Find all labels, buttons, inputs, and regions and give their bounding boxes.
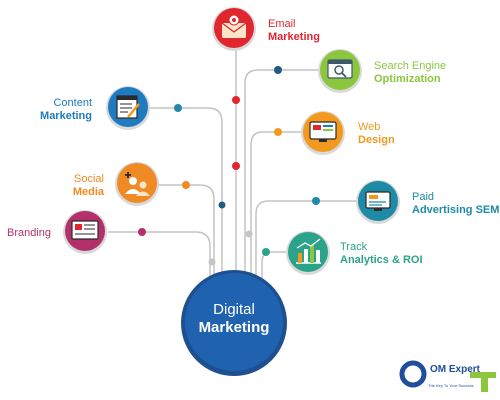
label-content-line1: Content xyxy=(53,97,92,109)
hub-label-line2: Marketing xyxy=(198,319,270,336)
brand-logo xyxy=(399,360,496,392)
label-email-line1: Email xyxy=(268,18,296,30)
node-social xyxy=(115,162,159,206)
connector-seo xyxy=(244,69,318,285)
dot-email-1 xyxy=(232,96,240,104)
dot-hub-1 xyxy=(208,258,216,266)
document-edit-icon xyxy=(116,95,140,119)
label-social: Social Media xyxy=(40,173,104,199)
label-paid: Paid Advertising SEM xyxy=(412,191,499,217)
hub-label-line1: Digital xyxy=(213,301,255,318)
label-seo-line2: Optimization xyxy=(374,73,441,85)
label-branding-line1: Branding xyxy=(7,227,52,239)
label-web: Web Design xyxy=(358,121,395,147)
label-email-line2: Marketing xyxy=(268,31,320,43)
label-seo-line1: Search Engine xyxy=(374,60,447,72)
node-seo xyxy=(318,49,362,93)
node-email xyxy=(212,7,256,51)
monitor-design-icon xyxy=(309,121,337,142)
node-paid xyxy=(356,180,400,224)
connector-content xyxy=(150,107,223,285)
dot-hub-2 xyxy=(218,201,226,209)
logo-brand-text: OM Expert xyxy=(430,364,481,375)
label-paid-line2: Advertising SEM xyxy=(412,204,500,216)
presentation-icon xyxy=(71,220,99,240)
dot-content xyxy=(174,104,182,112)
connector-paid xyxy=(255,200,356,285)
label-track-line2: Analytics & ROI xyxy=(340,254,423,266)
dot-branding xyxy=(138,228,146,236)
browser-search-icon xyxy=(327,59,353,79)
label-branding: Branding xyxy=(7,227,51,240)
node-branding xyxy=(63,210,107,254)
dot-paid xyxy=(312,197,320,205)
label-social-line1: Social xyxy=(74,173,104,185)
node-web xyxy=(301,111,345,155)
connector-branding xyxy=(108,231,211,285)
logo-tagline: The Key To Your Success xyxy=(428,383,474,388)
label-track: Track Analytics & ROI xyxy=(340,241,423,267)
connector-dots xyxy=(138,66,320,266)
node-track xyxy=(286,231,330,275)
label-web-line2: Design xyxy=(358,134,395,146)
connector-lines xyxy=(108,45,356,290)
ad-screen-icon xyxy=(365,191,391,211)
label-email: Email Marketing xyxy=(268,18,320,44)
label-content: Content Marketing xyxy=(20,97,92,123)
bar-chart-icon xyxy=(296,238,321,264)
dot-email-2 xyxy=(232,162,240,170)
hub-node xyxy=(181,270,287,376)
node-content xyxy=(106,86,150,130)
envelope-icon xyxy=(221,14,247,38)
dot-seo xyxy=(274,66,282,74)
label-content-line2: Marketing xyxy=(40,110,92,122)
label-track-line1: Track xyxy=(340,241,368,253)
dot-track xyxy=(262,248,270,256)
dot-social xyxy=(182,181,190,189)
label-social-line2: Media xyxy=(72,186,104,198)
label-seo: Search Engine Optimization xyxy=(374,60,446,86)
people-plus-icon xyxy=(125,172,150,196)
hub-label: Digital Marketing xyxy=(186,301,282,337)
dot-web xyxy=(274,128,282,136)
label-web-line1: Web xyxy=(358,121,381,133)
connector-web xyxy=(250,131,302,285)
label-paid-line1: Paid xyxy=(412,191,435,203)
dot-hub-3 xyxy=(245,230,253,238)
connector-social xyxy=(156,184,215,285)
